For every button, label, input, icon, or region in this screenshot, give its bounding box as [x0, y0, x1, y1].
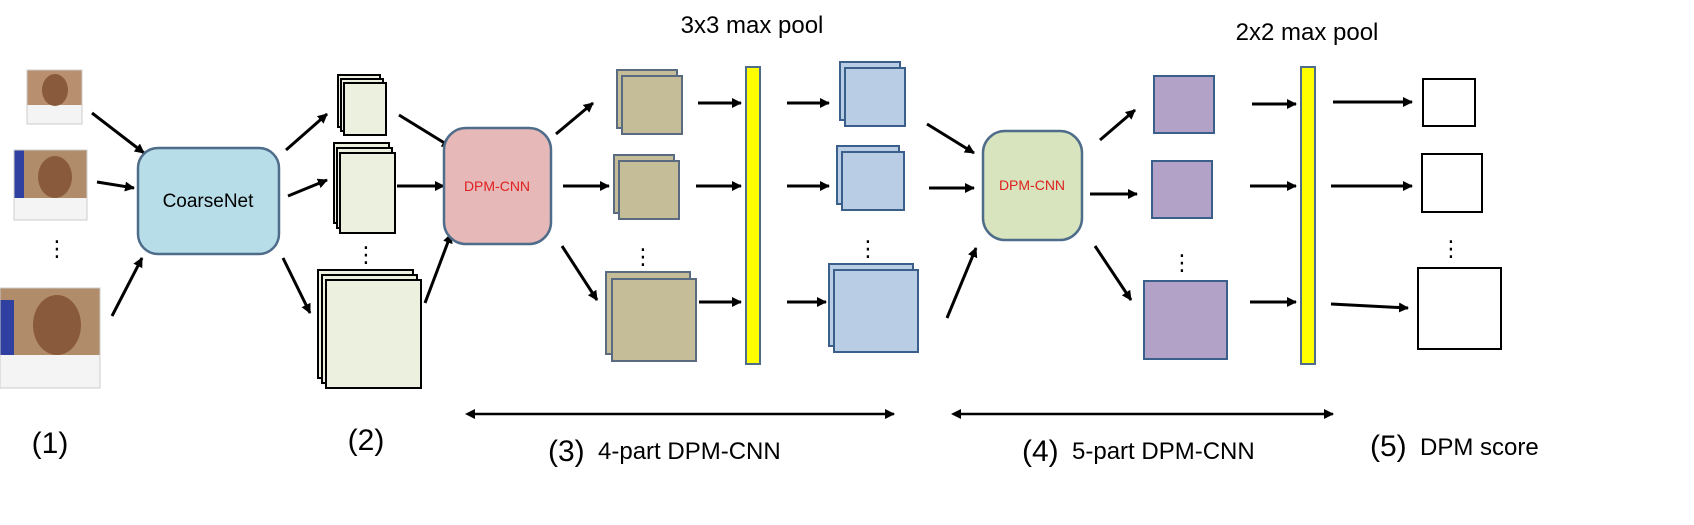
- arrows-patches-to-dpm4: [397, 113, 453, 304]
- score-box-medium: [1421, 153, 1483, 213]
- max-pool-bar-2x2: [1300, 66, 1316, 365]
- patches-ellipsis: ⋮: [355, 242, 377, 267]
- score-box-large: [1417, 267, 1502, 350]
- face-image-large: [0, 287, 101, 389]
- arrows-pooled-maps-to-dpm5: [926, 122, 978, 319]
- patch-stack-large: [317, 269, 422, 389]
- face-image-small: [26, 69, 83, 125]
- stage-4-label: 5-part DPM-CNN: [1072, 438, 1255, 465]
- arrows-part-maps-to-pool1: [696, 98, 742, 307]
- coarsenet-label: CoarseNet: [163, 191, 255, 212]
- arrows-dpm5-to-part-maps: [1090, 108, 1138, 301]
- max-pool-3x3-label: 3x3 max pool: [681, 12, 824, 39]
- pooled-map-stack-small: [839, 61, 906, 127]
- patch-stack-small: [337, 74, 387, 136]
- arrows-five-part-maps-to-pool2: [1250, 99, 1297, 307]
- max-pool-bar-3x3: [745, 66, 761, 365]
- arrows-pool1-to-pooled-maps: [787, 98, 830, 307]
- stage-5-number: (5): [1370, 430, 1407, 463]
- part-map-stack-small: [616, 69, 683, 135]
- five-part-maps-ellipsis: ⋮: [1171, 250, 1193, 275]
- faces-ellipsis: ⋮: [46, 236, 68, 261]
- part-map-stack-large: [605, 271, 697, 362]
- stage-4-number: (4): [1022, 435, 1059, 468]
- pooled-map-stack-medium: [836, 145, 905, 211]
- arrows-coarsenet-to-patches: [281, 112, 328, 314]
- arrows-dpm4-to-part-maps: [555, 101, 610, 301]
- arrows-faces-to-coarsenet: [91, 111, 145, 317]
- face-image-medium: [13, 149, 88, 221]
- part-map-stack-medium: [613, 154, 680, 220]
- max-pool-2x2-label: 2x2 max pool: [1236, 19, 1379, 46]
- five-part-map-medium: [1151, 160, 1213, 219]
- dpm-cnn-5part-label: DPM-CNN: [999, 177, 1065, 193]
- stage-3-label: 4-part DPM-CNN: [598, 438, 781, 465]
- five-part-map-small: [1153, 75, 1215, 134]
- dpm-cnn-4part-label: DPM-CNN: [464, 178, 530, 194]
- pooled-map-stack-large: [828, 263, 919, 353]
- score-box-small: [1422, 78, 1476, 127]
- patch-stack-medium: [333, 142, 396, 234]
- stage-5-label: DPM score: [1420, 434, 1539, 461]
- stage-2-label: (2): [348, 424, 385, 457]
- stage-3-number: (3): [548, 435, 585, 468]
- stage-1-label: (1): [32, 427, 69, 460]
- score-boxes-ellipsis: ⋮: [1440, 236, 1462, 261]
- coarsenet-node: CoarseNet: [136, 146, 281, 256]
- arrows-pool2-to-scores: [1330, 97, 1413, 313]
- dpm-cnn-5part-node: DPM-CNN: [981, 129, 1084, 242]
- five-part-map-large: [1143, 280, 1228, 360]
- dpm-cnn-4part-node: DPM-CNN: [442, 126, 553, 246]
- pooled-maps-ellipsis: ⋮: [857, 236, 879, 261]
- part-maps-ellipsis: ⋮: [632, 244, 654, 269]
